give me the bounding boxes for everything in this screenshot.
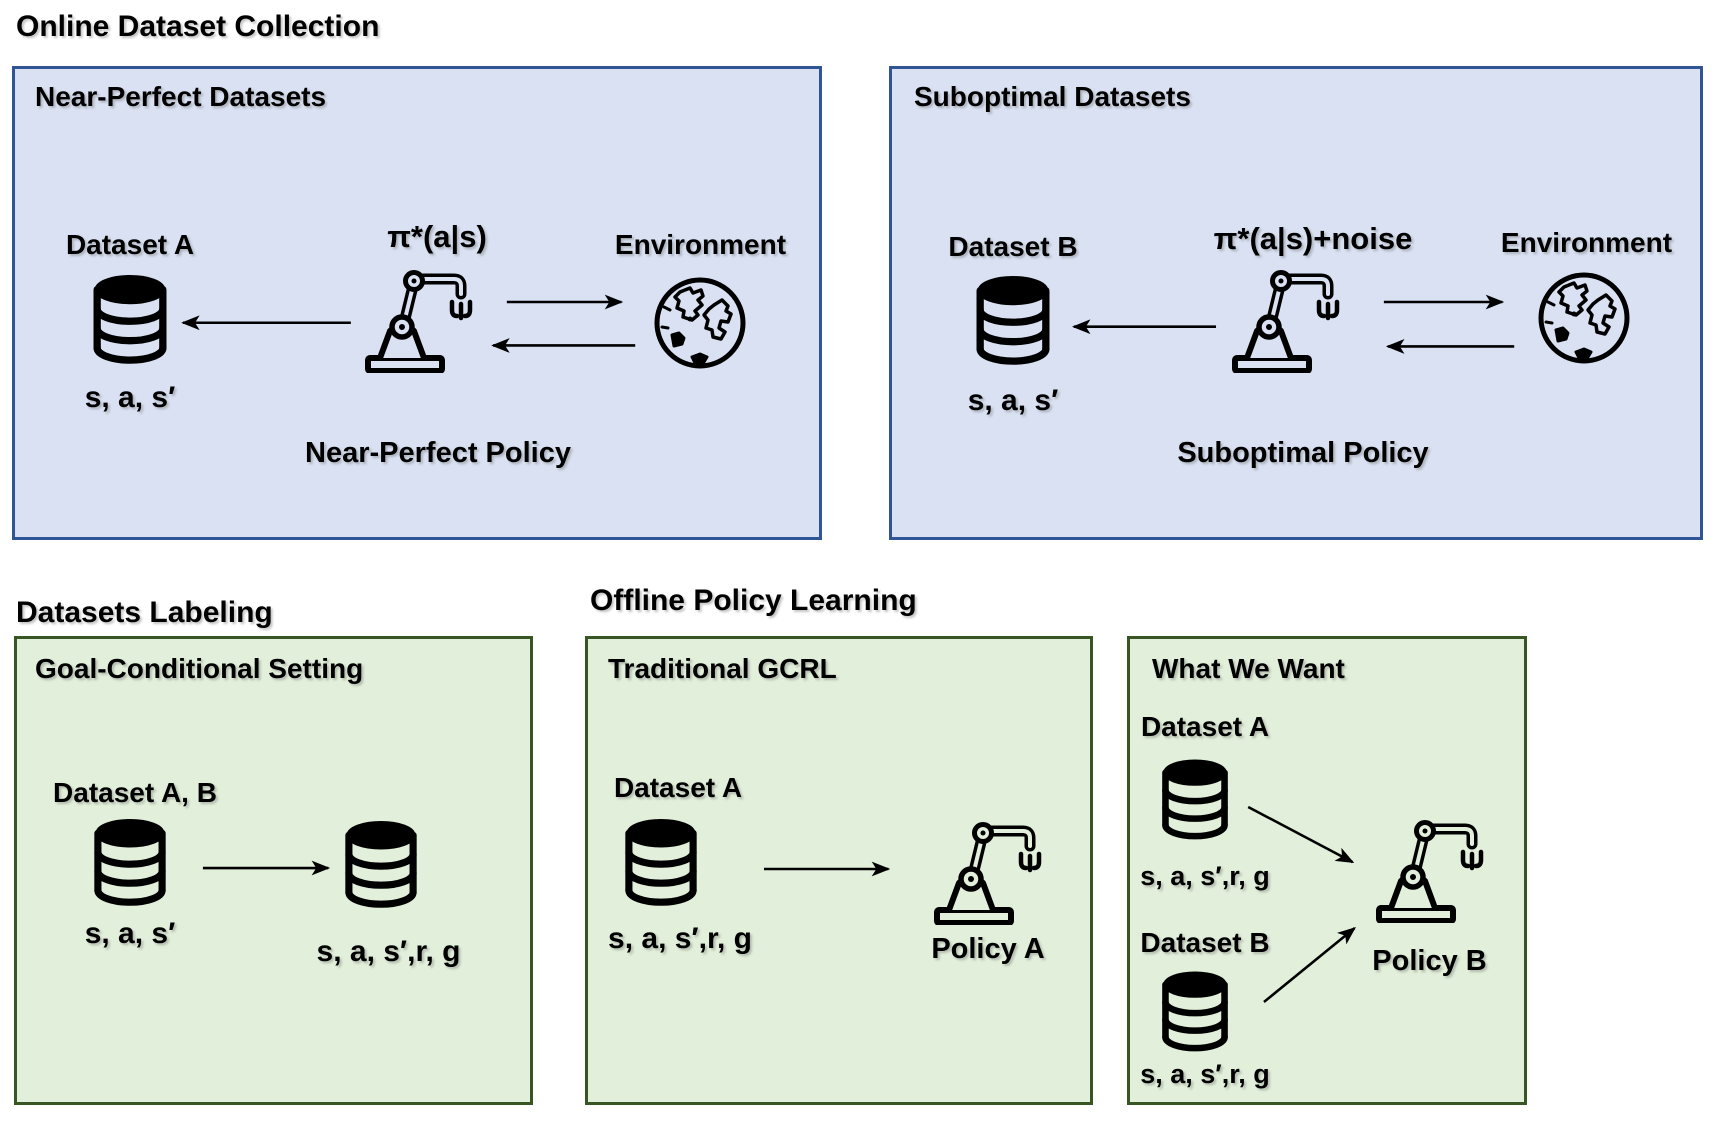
policy-b-label: Policy B [1372, 945, 1487, 977]
panel-near-perfect-datasets: Near-Perfect Datasets Dataset A s, a, s′… [12, 66, 822, 540]
database-icon [91, 819, 169, 907]
policy-caption: Near-Perfect Policy [305, 437, 571, 469]
globe-icon [652, 275, 748, 371]
source-tuple: s, a, s′ [84, 917, 176, 950]
heading-datasets-labeling: Datasets Labeling [16, 596, 273, 629]
dataset-a-label: Dataset A [65, 229, 195, 260]
robot-arm-icon [362, 267, 474, 373]
database-icon [342, 821, 420, 909]
panel-title: What We Want [1152, 653, 1345, 684]
panel-title: Goal-Conditional Setting [35, 653, 364, 684]
dataset-a-label: Dataset A [1140, 711, 1270, 742]
heading-online-dataset-collection: Online Dataset Collection [16, 10, 380, 43]
dataset-tuple: s, a, s′ [967, 384, 1059, 417]
robot-arm-icon [931, 819, 1043, 925]
heading-offline-policy-learning: Offline Policy Learning [590, 584, 917, 617]
policy-a-label: Policy A [931, 933, 1045, 965]
panel-title: Traditional GCRL [608, 653, 837, 684]
panel-suboptimal-datasets: Suboptimal Datasets Dataset B s, a, s′ π… [889, 66, 1703, 540]
environment-label: Environment [1500, 227, 1673, 258]
database-icon [622, 819, 700, 907]
panel-title: Suboptimal Datasets [914, 81, 1191, 112]
panel-title: Near-Perfect Datasets [35, 81, 327, 112]
dataset-tuple: s, a, s′ [84, 381, 176, 414]
policy-formula: π*(a|s)+noise [1213, 221, 1413, 256]
panel-traditional-gcrl: Traditional GCRL Dataset A s, a, s′,r, g… [585, 636, 1093, 1105]
robot-arm-icon [1373, 817, 1485, 923]
robot-arm-icon [1229, 267, 1341, 373]
globe-icon [1536, 270, 1632, 366]
arrow-dataset-a-to-policy [1247, 805, 1355, 864]
dataset-ab-label: Dataset A, B [53, 777, 217, 808]
database-icon [1160, 757, 1230, 843]
policy-formula: π*(a|s) [387, 219, 487, 254]
environment-label: Environment [614, 229, 787, 260]
panel-goal-conditional-setting: Goal-Conditional Setting Dataset A, B s,… [14, 636, 533, 1105]
database-icon [91, 275, 169, 365]
relabeled-tuple: s, a, s′,r, g [316, 935, 461, 968]
dataset-a-tuple: s, a, s′,r, g [1140, 861, 1270, 891]
dataset-b-label: Dataset B [948, 231, 1078, 262]
database-icon [1160, 969, 1230, 1055]
policy-caption: Suboptimal Policy [1177, 437, 1429, 469]
dataset-tuple: s, a, s′,r, g [608, 922, 752, 955]
database-icon [974, 276, 1052, 366]
dataset-b-tuple: s, a, s′,r, g [1140, 1059, 1270, 1089]
dataset-a-label: Dataset A [613, 772, 743, 803]
arrow-dataset-b-to-policy [1263, 926, 1357, 1003]
panel-what-we-want: What We Want Dataset A s, a, s′,r, g Dat… [1127, 636, 1527, 1105]
dataset-b-label: Dataset B [1140, 927, 1270, 958]
